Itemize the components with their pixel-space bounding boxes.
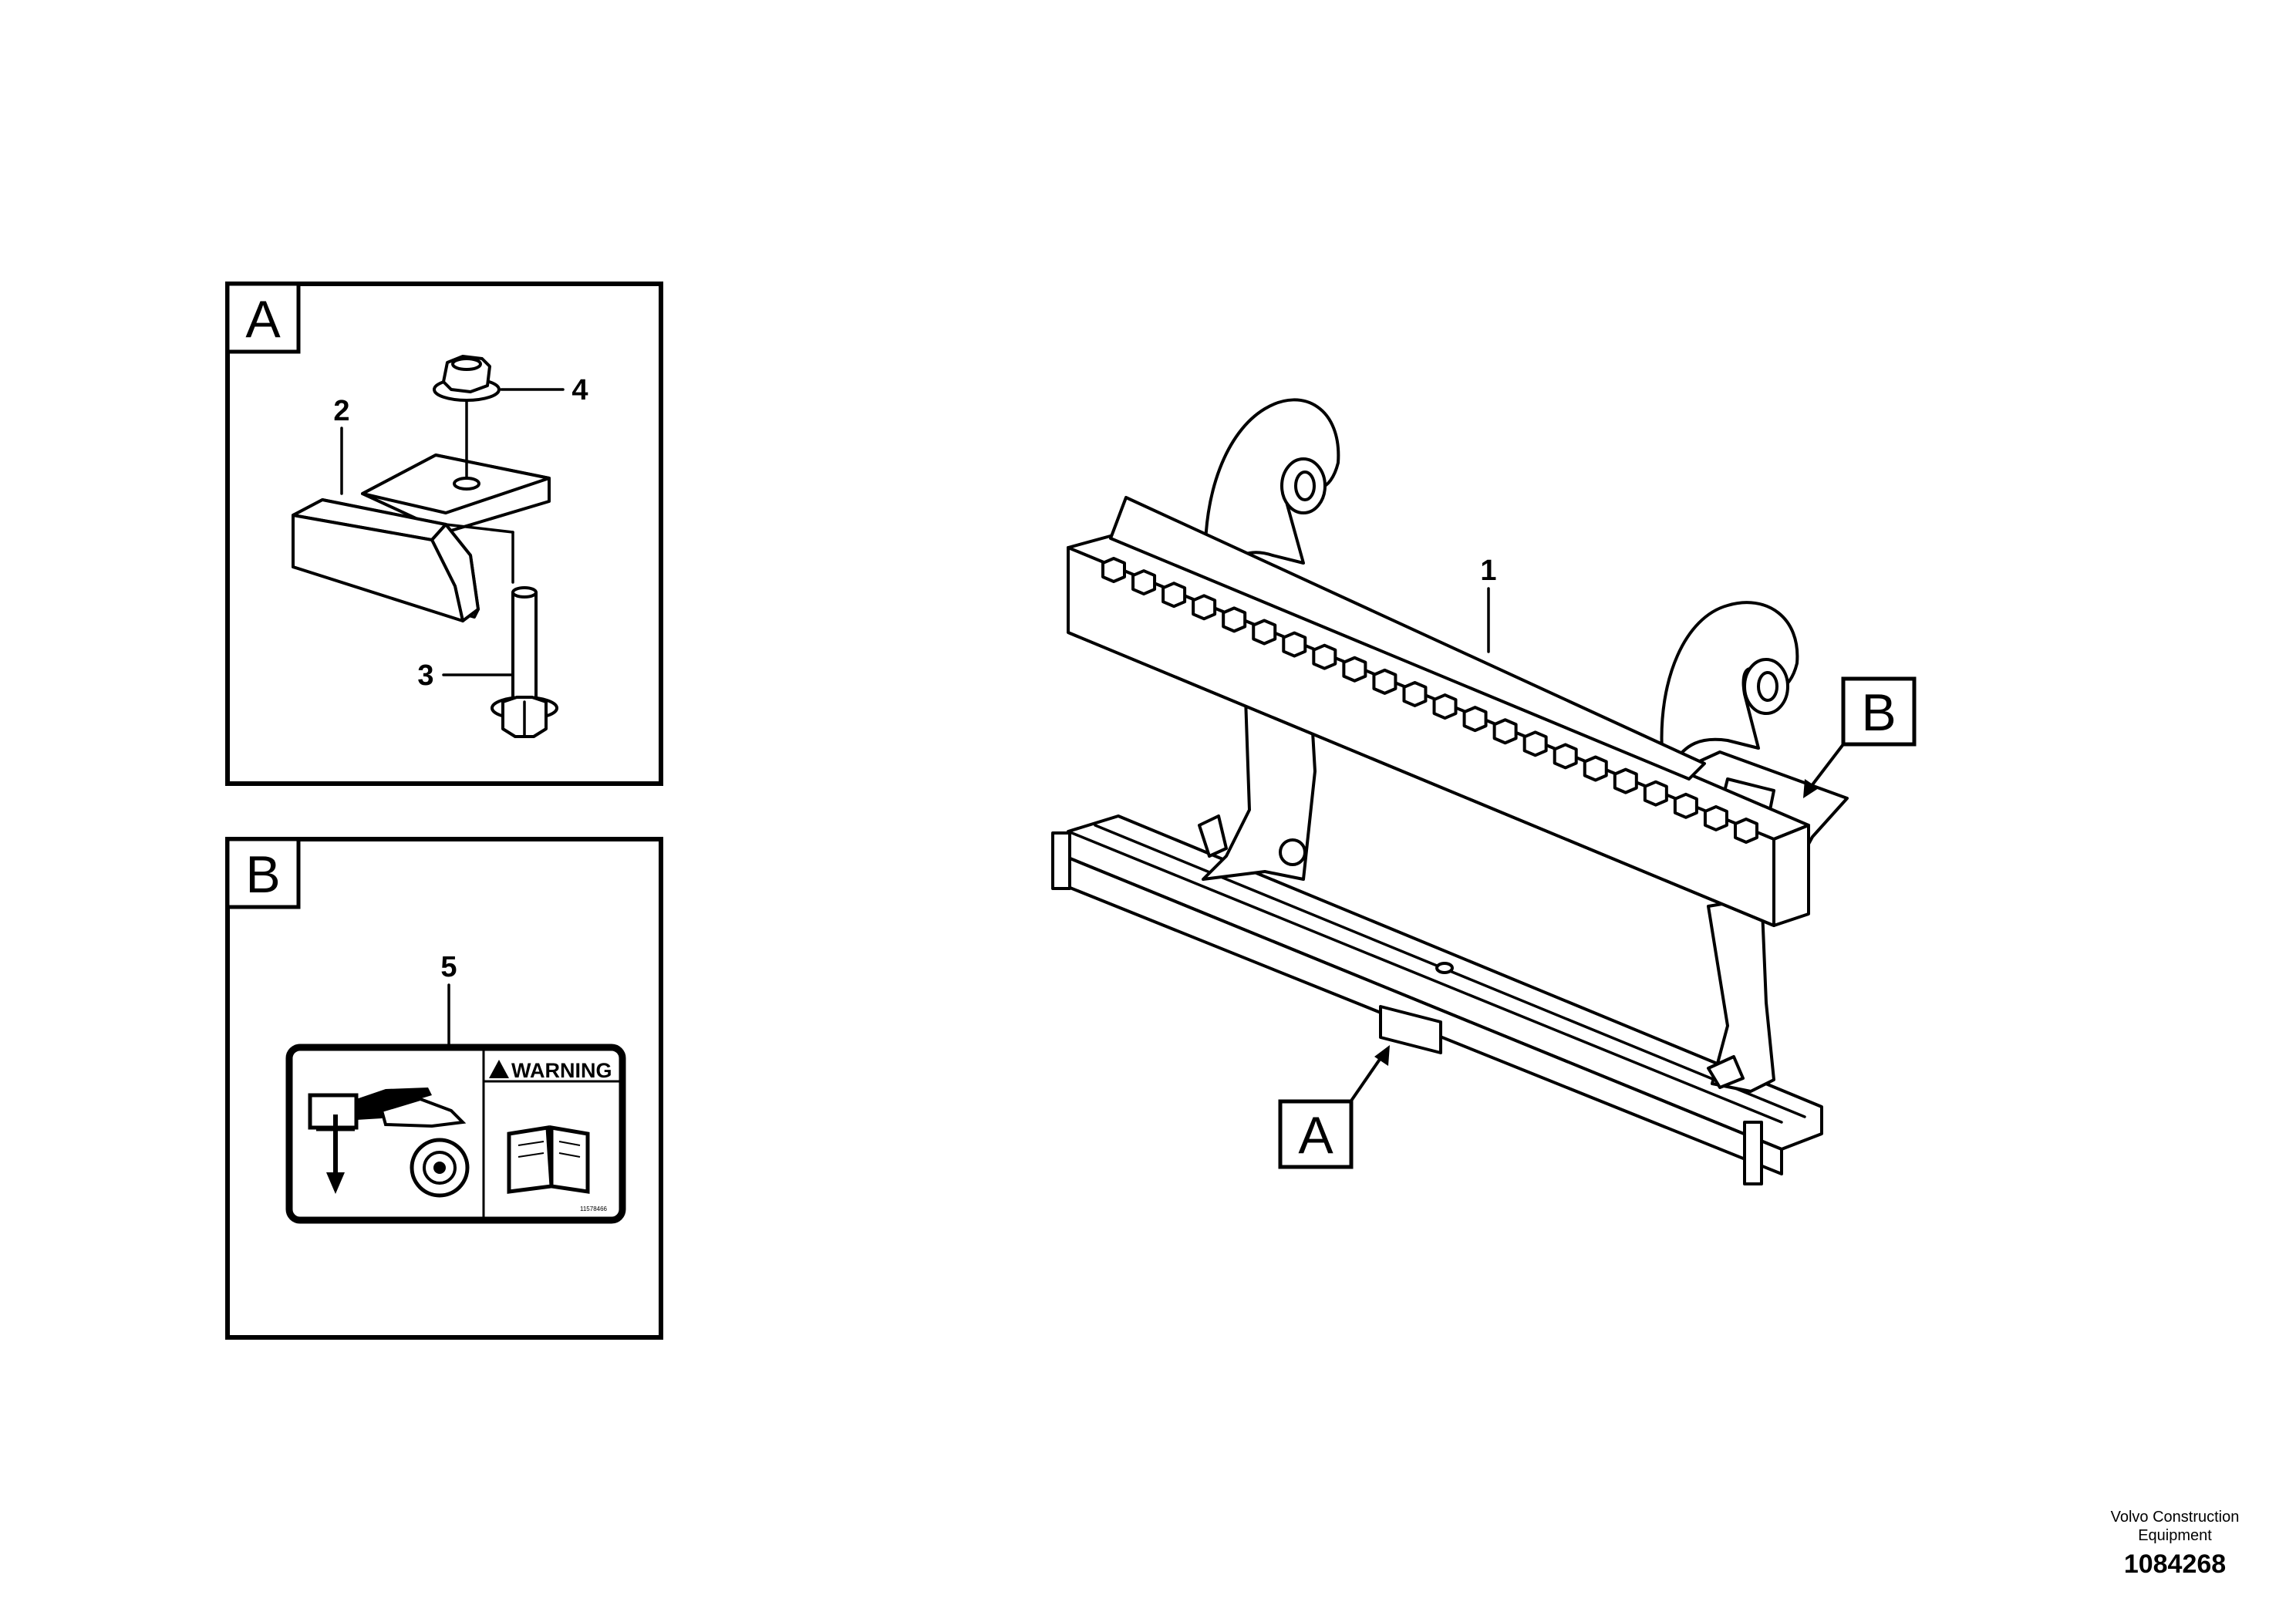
rail-tooth xyxy=(1613,767,1638,794)
reference-b: B xyxy=(1803,676,1917,798)
callout-4: 4 xyxy=(571,374,588,406)
decal-code: 11578466 xyxy=(580,1206,608,1212)
quick-coupler-frame xyxy=(1051,398,1849,1185)
rail-tooth xyxy=(1131,569,1157,596)
callout-3: 3 xyxy=(417,659,433,692)
rail-tooth xyxy=(1492,718,1518,745)
detail-b-letter: B xyxy=(245,845,280,904)
rail-tooth xyxy=(1432,693,1458,720)
warning-decal: WARNING xyxy=(285,1044,626,1224)
reference-b-letter: B xyxy=(1861,683,1896,742)
rail-tooth xyxy=(1282,631,1307,658)
left-arm xyxy=(1198,693,1317,881)
rail-tooth xyxy=(1252,619,1277,646)
detail-b-panel: B 5 WARNING xyxy=(225,837,663,1340)
flange-nut xyxy=(433,355,501,480)
rail-tooth xyxy=(1643,780,1668,807)
rail-tooth xyxy=(1583,755,1608,782)
detail-a-letter: A xyxy=(245,290,281,349)
rail-tooth xyxy=(1161,582,1187,609)
footer-block: Volvo Construction Equipment 1084268 xyxy=(2075,1508,2275,1580)
rail-tooth xyxy=(1402,680,1428,707)
brand-name-line2: Equipment xyxy=(2138,1527,2212,1544)
machine-lowering-icon xyxy=(308,1088,467,1194)
callout-2: 2 xyxy=(333,395,349,427)
rail-tooth xyxy=(1342,656,1367,683)
reference-a-letter: A xyxy=(1298,1106,1333,1165)
wedge-block xyxy=(292,498,514,622)
callout-1: 1 xyxy=(1480,555,1496,587)
flange-bolt xyxy=(491,586,558,738)
rail-tooth xyxy=(1522,730,1548,757)
rail-tooth xyxy=(1312,643,1337,670)
rail-tooth xyxy=(1101,557,1126,583)
right-hook xyxy=(1660,601,1799,765)
rail-teeth xyxy=(1101,557,1758,844)
brand-name: Volvo Construction xyxy=(2110,1509,2240,1526)
detail-a-panel: A xyxy=(225,282,663,786)
warning-triangle-icon xyxy=(489,1060,509,1078)
rail-tooth xyxy=(1222,606,1247,633)
warning-label: WARNING xyxy=(511,1059,612,1082)
wheel-icon xyxy=(410,1138,470,1198)
rail-tooth xyxy=(1372,668,1397,695)
drawing-number: 1084268 xyxy=(2123,1549,2227,1579)
rail-tooth xyxy=(1462,706,1488,733)
rail-tooth xyxy=(1673,792,1698,819)
rail-tooth xyxy=(1734,818,1758,844)
rail-tooth xyxy=(1192,594,1217,621)
rail-tooth xyxy=(1703,804,1728,831)
rail-tooth xyxy=(1553,743,1578,770)
right-arm xyxy=(1707,901,1775,1093)
reference-a: A xyxy=(1278,1045,1390,1169)
left-hook xyxy=(1203,398,1340,576)
callout-5: 5 xyxy=(440,951,457,983)
manual-book-icon xyxy=(507,1125,590,1194)
